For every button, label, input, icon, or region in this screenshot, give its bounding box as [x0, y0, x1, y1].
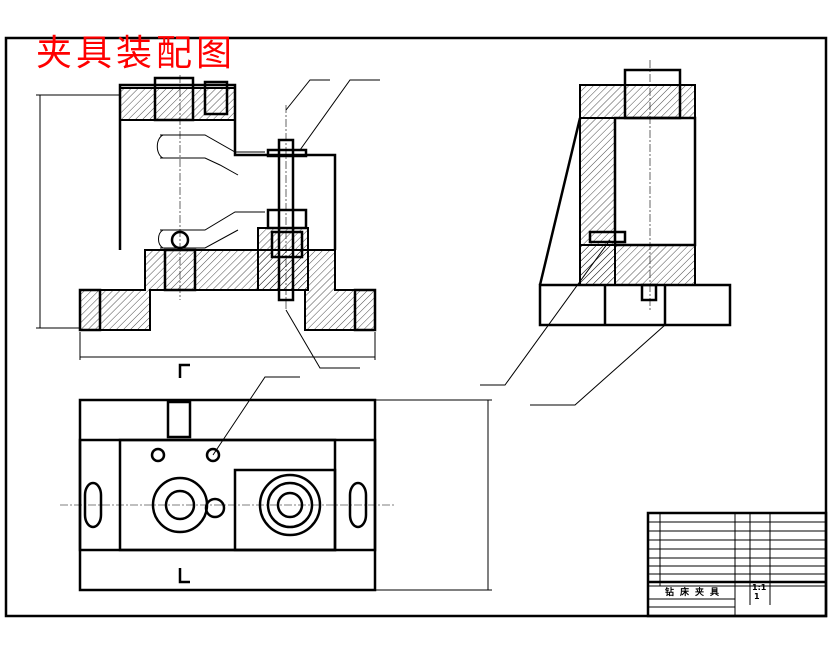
title-block-scale: 1:1 [752, 583, 767, 592]
side-view [480, 60, 732, 406]
top-view [60, 363, 492, 592]
title-block-name: 钻床夹具 [665, 588, 726, 598]
drawing-title: 夹具装配图 [36, 33, 237, 74]
drawing-border [4, 36, 828, 618]
front-view [36, 75, 380, 369]
title-block-quantity: 1 [754, 592, 760, 601]
title-block [646, 511, 828, 618]
